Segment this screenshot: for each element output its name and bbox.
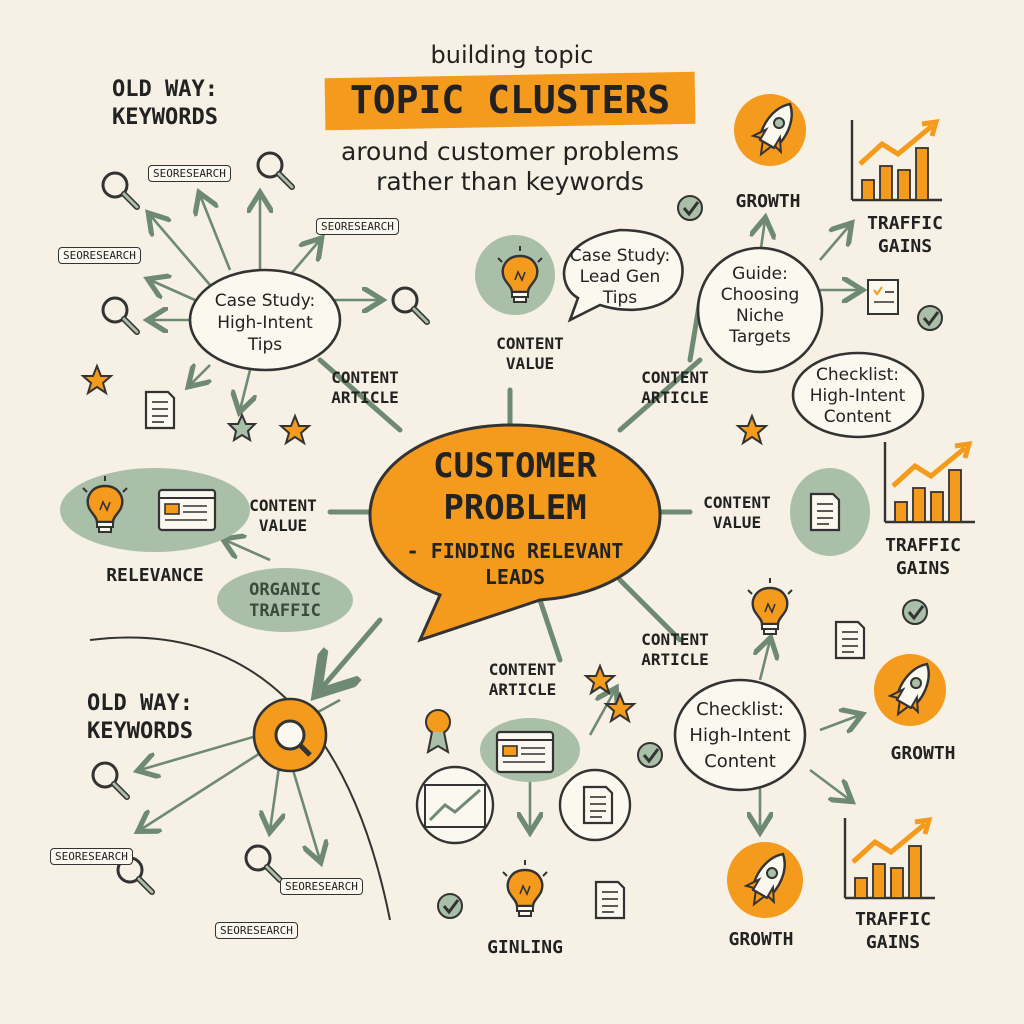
title-highlight — [324, 71, 696, 131]
bubble-case-study-high-intent: Case Study: High-Intent Tips — [195, 290, 335, 356]
bubble-lead-gen-shape — [562, 228, 684, 323]
old-way-bottom-arrows — [140, 698, 341, 860]
bubble-organic-traffic: ORGANIC TRAFFIC — [225, 580, 345, 622]
label-ginling: GINLING — [487, 937, 563, 958]
label-line: GAINS — [895, 558, 951, 579]
label-line: VALUE — [712, 513, 762, 532]
main-title: TOPIC CLUSTERS — [349, 78, 671, 122]
label-line: CONTENT — [641, 368, 709, 387]
label-line: VALUE — [505, 354, 555, 373]
label-traffic-gains-mid: TRAFFIC GAINS — [868, 534, 978, 580]
label-line: ARTICLE — [641, 388, 709, 407]
bubble-checklist-bottom-shape — [673, 678, 807, 792]
label-content-value-top: CONTENT VALUE — [475, 334, 585, 374]
pre-title: building topic — [430, 41, 594, 69]
label-line: CONTENT — [496, 334, 564, 353]
center-line3: - FINDING RELEVANT — [406, 539, 624, 563]
bubble-line: Choosing — [720, 285, 800, 305]
bubble-line: Tips — [247, 335, 283, 355]
label-traffic-gains-top: TRAFFIC GAINS — [850, 212, 960, 258]
label-line: ARTICLE — [331, 388, 399, 407]
label-line: CONTENT — [488, 660, 557, 679]
seo-tag: SEORESEARCH — [316, 218, 399, 235]
label-content-article-br: CONTENT ARTICLE — [620, 630, 730, 670]
bubble-line: High-Intent — [689, 725, 791, 746]
bubble-line: Checklist: — [816, 365, 899, 385]
old-way-bottom-line1: OLD WAY: — [87, 691, 193, 716]
growth-chart-icon — [424, 784, 486, 828]
label-line: CONTENT — [703, 493, 771, 512]
label-content-value-right: CONTENT VALUE — [682, 493, 792, 533]
bubble-line: Lead Gen — [579, 267, 661, 287]
label-line: ARTICLE — [488, 680, 557, 699]
label-traffic-gains-bottom: TRAFFIC GAINS — [838, 908, 948, 954]
relevance-blob — [60, 468, 250, 552]
label-line: TRAFFIC — [867, 213, 943, 234]
old-way-top-line1: OLD WAY: — [112, 77, 218, 102]
bubble-line: High-Intent — [217, 313, 313, 333]
bubble-line: TRAFFIC — [249, 601, 321, 621]
seo-tag: SEORESEARCH — [215, 922, 298, 939]
subtitle-line1: around customer problems — [341, 137, 679, 166]
bubble-line: Content — [704, 751, 776, 772]
award-ribbon-icon — [425, 709, 451, 755]
label-line: CONTENT — [249, 496, 317, 515]
bubble-line: Checklist: — [696, 699, 784, 720]
center-line2: PROBLEM — [443, 488, 587, 528]
label-line: TRAFFIC — [855, 909, 931, 930]
bubble-line: Case Study: — [569, 246, 671, 266]
label-growth-top: GROWTH — [735, 191, 801, 212]
old-way-top-line2: KEYWORDS — [112, 105, 218, 130]
bubble-line: Content — [823, 407, 892, 427]
seo-tag: SEORESEARCH — [58, 247, 141, 264]
seo-tag: SEORESEARCH — [280, 878, 363, 895]
center-bubble — [368, 423, 662, 643]
bubble-line: Targets — [729, 327, 791, 347]
bubble-checklist-top: Checklist: High-Intent Content — [795, 365, 920, 428]
seo-tag: SEORESEARCH — [148, 165, 231, 182]
bubble-case-study-high-intent-shape — [188, 268, 342, 372]
old-way-top-arrows — [150, 195, 380, 410]
label-line: VALUE — [258, 516, 308, 535]
checklist-doc-icon — [867, 279, 899, 315]
label-line: GAINS — [865, 932, 921, 953]
label-line: GAINS — [877, 236, 933, 257]
right-arrows — [225, 220, 860, 830]
center-line4: LEADS — [484, 565, 546, 589]
subtitle-line2: rather than keywords — [376, 167, 644, 196]
label-content-article-tl: CONTENT ARTICLE — [310, 368, 420, 408]
old-way-bottom-line2: KEYWORDS — [87, 719, 193, 744]
old-way-boundary-curve — [89, 636, 391, 921]
bubble-case-study-lead-gen: Case Study: Lead Gen Tips — [560, 246, 680, 309]
hub-magnifier-icon — [274, 719, 312, 757]
seo-tag: SEORESEARCH — [50, 848, 133, 865]
label-content-article-bottom: CONTENT ARTICLE — [465, 660, 580, 700]
center-line1: CUSTOMER — [433, 446, 597, 486]
label-line: CONTENT — [641, 630, 709, 649]
bubble-line: Guide: — [732, 264, 788, 284]
bubble-line: ORGANIC — [249, 580, 321, 600]
label-content-article-tr: CONTENT ARTICLE — [620, 368, 730, 408]
label-growth-mid: GROWTH — [890, 743, 956, 764]
bubble-guide-niche: Guide: Choosing Niche Targets — [705, 264, 815, 348]
label-content-value-left: CONTENT VALUE — [228, 496, 338, 536]
bubble-line: Niche — [735, 306, 785, 326]
bubble-checklist-bottom: Checklist: High-Intent Content — [675, 697, 805, 775]
label-line: ARTICLE — [641, 650, 709, 669]
bubble-organic-traffic-shape — [217, 568, 353, 632]
bubble-line: High-Intent — [809, 386, 906, 406]
bubble-checklist-top-shape — [791, 351, 925, 439]
label-growth-bottom: GROWTH — [728, 929, 794, 950]
bubble-line: Case Study: — [214, 291, 316, 311]
bubble-line: Tips — [602, 288, 638, 308]
bubble-guide-shape — [696, 246, 824, 374]
label-line: CONTENT — [331, 368, 399, 387]
label-relevance: RELEVANCE — [106, 565, 204, 586]
label-line: TRAFFIC — [885, 535, 961, 556]
